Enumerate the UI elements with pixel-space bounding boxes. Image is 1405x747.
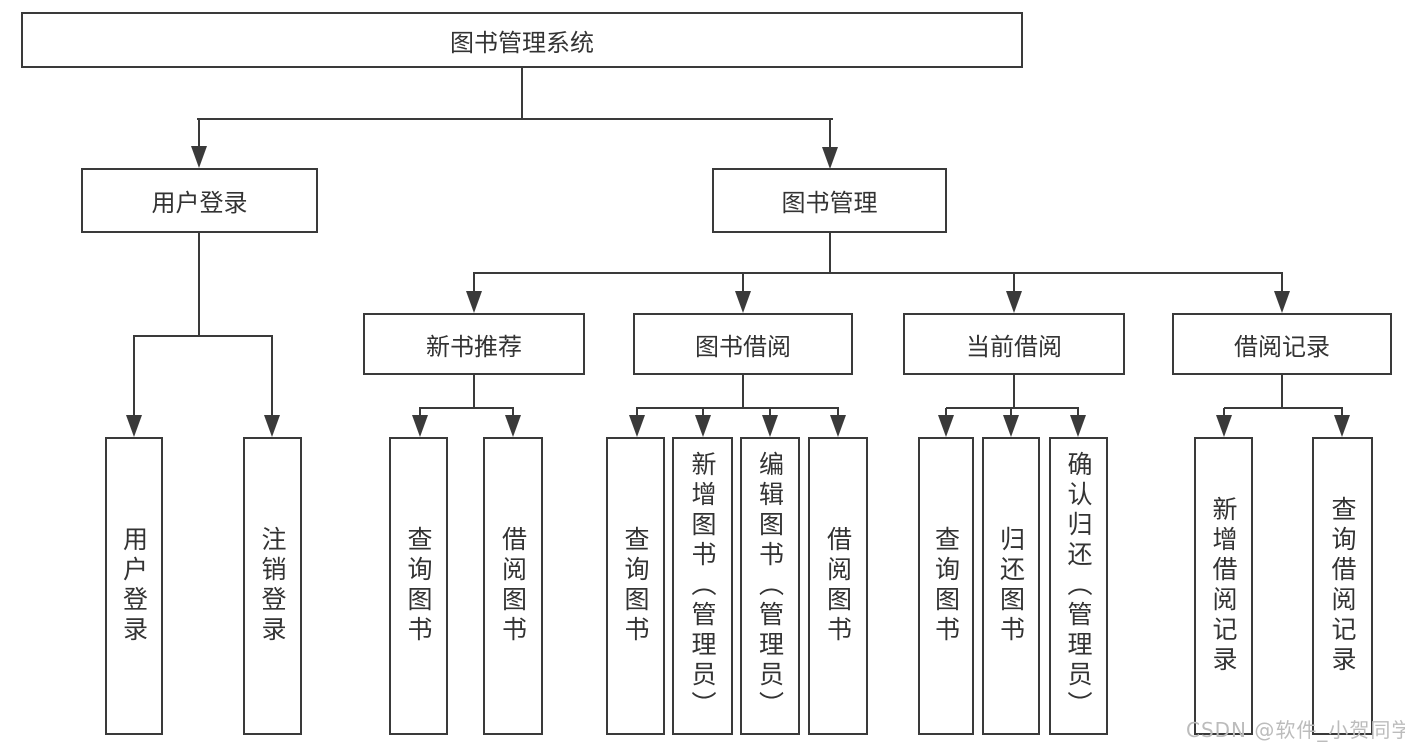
arrow-to-borrow-records (1274, 273, 1290, 313)
leaf-label: 确认归还（管理员） (1064, 451, 1093, 721)
leaf-user-login: 用户登录 (105, 437, 163, 735)
leaf-label: 查询图书 (621, 526, 650, 646)
leaf-return-books: 归还图书 (982, 437, 1040, 735)
arrow-to-leaf-user-login (126, 336, 142, 437)
arrow-to-new-book-recommend (466, 273, 482, 313)
node-book-borrowing: 图书借阅 (633, 313, 853, 375)
connector-borrow-records-stem (1281, 375, 1283, 407)
arrow-to-current-borrowing (1006, 273, 1022, 313)
leaf-label: 借阅图书 (498, 526, 528, 646)
csdn-watermark: CSDN @软件_小贺同学 (1186, 718, 1405, 742)
connector-book-borrowing-split (636, 407, 839, 409)
arrow-to-borrow-books-1 (505, 408, 521, 437)
node-library-management-system: 图书管理系统 (21, 12, 1023, 68)
node-book-management: 图书管理 (712, 168, 947, 233)
connector-current-borrowing-stem (1013, 375, 1015, 407)
leaf-label: 新增图书（管理员） (688, 451, 717, 721)
node-label: 图书管理 (781, 189, 878, 217)
arrow-to-query-books-1 (412, 408, 428, 437)
connector-borrow-records-split (1224, 407, 1343, 409)
leaf-label: 归还图书 (996, 526, 1026, 646)
connector-book-management-split (473, 272, 1283, 274)
leaf-borrow-books-recommend: 借阅图书 (483, 437, 543, 735)
leaf-label: 注销登录 (258, 526, 287, 646)
arrow-to-confirm-return (1070, 408, 1086, 437)
node-user-login: 用户登录 (81, 168, 318, 233)
arrow-to-return-books (1003, 408, 1019, 437)
leaf-label: 借阅图书 (823, 526, 853, 646)
connector-book-borrowing-stem (742, 375, 744, 407)
connector-book-management-stem (829, 233, 831, 272)
leaf-label: 编辑图书（管理员） (755, 451, 785, 721)
connector-current-borrowing-split (946, 407, 1079, 409)
arrow-to-edit-books (762, 408, 778, 437)
leaf-add-borrow-record: 新增借阅记录 (1194, 437, 1253, 735)
connector-root-split (197, 118, 833, 120)
node-label: 图书管理系统 (450, 28, 594, 57)
arrow-to-borrow-books-2 (830, 408, 846, 437)
leaf-label: 新增借阅记录 (1209, 496, 1238, 676)
connector-new-book-stem (473, 375, 475, 407)
leaf-borrow-books-borrowing: 借阅图书 (808, 437, 868, 735)
leaf-label: 用户登录 (119, 526, 149, 646)
leaf-label: 查询借阅记录 (1328, 496, 1357, 676)
connector-root-stem (521, 68, 523, 118)
arrow-to-add-borrow-record (1216, 408, 1232, 437)
node-current-borrowing: 当前借阅 (903, 313, 1125, 375)
leaf-label: 查询图书 (931, 526, 961, 646)
leaf-query-books-current: 查询图书 (918, 437, 974, 735)
leaf-query-borrow-record: 查询借阅记录 (1312, 437, 1373, 735)
node-borrow-records: 借阅记录 (1172, 313, 1392, 375)
arrow-to-user-login (191, 119, 207, 168)
arrow-to-query-books-3 (938, 408, 954, 437)
arrow-to-query-books-2 (629, 408, 645, 437)
leaf-query-books-borrowing: 查询图书 (606, 437, 665, 735)
connector-user-login-split (133, 335, 273, 337)
arrow-to-add-books (695, 408, 711, 437)
arrow-to-leaf-logout (264, 336, 280, 437)
arrow-to-book-management (822, 119, 838, 169)
node-label: 借阅记录 (1234, 332, 1330, 361)
arrow-to-book-borrowing (735, 273, 751, 313)
node-label: 用户登录 (151, 189, 248, 217)
connector-user-login-stem (198, 233, 200, 335)
node-label: 图书借阅 (695, 332, 791, 361)
node-label: 新书推荐 (426, 332, 522, 361)
node-new-book-recommend: 新书推荐 (363, 313, 585, 375)
leaf-label: 查询图书 (404, 526, 433, 646)
leaf-edit-books-admin: 编辑图书（管理员） (740, 437, 800, 735)
leaf-add-books-admin: 新增图书（管理员） (672, 437, 733, 735)
leaf-confirm-return-admin: 确认归还（管理员） (1049, 437, 1108, 735)
leaf-query-books-recommend: 查询图书 (389, 437, 448, 735)
connector-new-book-split (419, 407, 514, 409)
arrow-to-query-borrow-record (1334, 408, 1350, 437)
node-label: 当前借阅 (966, 332, 1062, 361)
leaf-logout: 注销登录 (243, 437, 302, 735)
